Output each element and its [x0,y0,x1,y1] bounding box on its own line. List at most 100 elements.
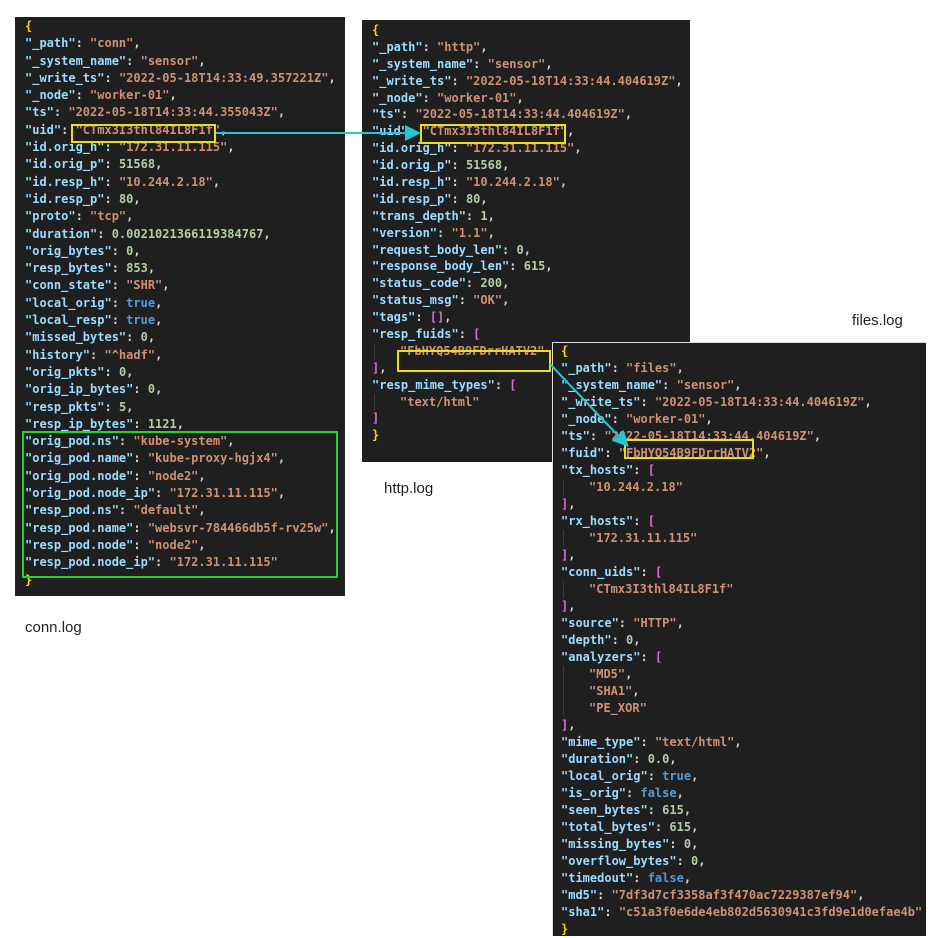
comma: , [813,429,822,443]
comma: , [675,73,683,88]
colon: : [111,278,127,293]
colon: : [437,225,452,240]
json-line: "version": "1.1", [372,225,690,242]
json-value: "worker-01" [90,88,170,103]
json-value: } [25,572,33,587]
json-value: ] [372,360,380,375]
json-key: "id.orig_h" [25,140,105,155]
json-line: "_node": "worker-01", [561,411,926,428]
colon: : [415,310,430,325]
json-line: "status_msg": "OK", [372,292,690,309]
json-line: ], [561,496,926,513]
json-key: "resp_ip_bytes" [25,416,134,431]
json-line: { [561,343,926,360]
json-value: "CTmx3I3thl84IL8F1f" [422,124,568,139]
json-line: "ts": "2022-05-18T14:33:44.355043Z", [25,104,345,121]
comma: , [133,36,141,51]
colon: : [133,468,148,483]
json-line: "duration": 0.0, [561,751,926,768]
json-line: "total_bytes": 615, [561,819,926,836]
json-key: "trans_depth" [372,208,466,223]
pod-metadata-highlight [22,431,338,578]
json-value: 0 [516,242,524,257]
json-value: "SHA1" [589,684,633,698]
json-value: [ [509,377,517,392]
comma: , [162,278,170,293]
json-line: "_write_ts": "2022-05-18T14:33:44.404619… [561,394,926,411]
json-value: "SHR" [126,278,163,293]
json-line: "_system_name": "sensor", [372,56,690,73]
json-key: "status_code" [372,276,466,291]
colon: : [104,174,119,189]
json-line: "md5": "7df3d7cf3358af3f470ac7229387ef94… [561,887,926,904]
colon: : [451,191,466,206]
indent-guide [563,666,591,683]
json-key: "orig_pod.name" [25,451,134,466]
json-key: "resp_pod.ns" [25,503,119,518]
conn-uid-highlight [71,124,216,143]
http-log-label: http.log [384,480,434,497]
json-line: "seen_bytes": 615, [561,802,926,819]
json-value: "websvr-784466db5f-rv25w" [147,520,329,535]
comma: , [480,191,488,206]
json-key: "_path" [25,36,76,51]
colon: : [604,446,619,460]
json-line: "_system_name": "sensor", [25,53,345,70]
json-key: "ts" [25,105,54,120]
comma: , [328,70,336,85]
json-value: [ [647,514,655,528]
json-key: "orig_ip_bytes" [25,382,134,397]
json-key: "response_body_len" [372,259,510,274]
colon: : [451,141,466,156]
json-line: "id.orig_h": "172.31.11.115", [25,139,345,156]
json-value: 0.0 [647,752,670,766]
json-line: "rx_hosts": [ [561,513,926,530]
json-line: "SHA1", [561,683,926,700]
comma: , [516,90,524,105]
json-line: } [372,427,690,444]
json-line: "fuid": "FbHYQ54B9FDrrHATV2", [561,445,926,462]
json-value: 1121 [147,416,177,431]
json-value: [ [654,565,663,579]
comma: , [147,330,156,345]
json-key: "id.resp_p" [372,191,452,206]
json-key: "seen_bytes" [561,803,648,817]
json-line: "orig_pkts": 0, [25,364,345,381]
json-key: "orig_pod.node_ip" [25,486,156,501]
json-value: "PE_XOR" [589,701,647,715]
json-value: 80 [118,191,134,206]
comma: , [155,347,163,362]
json-value: "172.31.11.115" [118,140,228,155]
json-value: [ [654,650,663,664]
files-log-panel: {"_path": "files","_system_name": "senso… [552,342,926,936]
comma: , [632,684,640,698]
json-key: "id.orig_h" [372,141,452,156]
json-value: ] [561,599,569,613]
comma: , [227,434,235,449]
colon: : [654,820,670,834]
json-line: ], [561,598,926,615]
json-line: "tags": [], [372,309,690,326]
comma: , [864,395,872,409]
json-key: "total_bytes" [561,820,655,834]
json-key: "_write_ts" [372,73,452,88]
json-line: "local_resp": true, [25,312,345,329]
colon: : [75,36,91,51]
colon: : [597,888,612,902]
json-value: { [25,19,33,33]
json-line: "local_orig": true, [561,768,926,785]
json-key: "local_orig" [561,769,648,783]
json-key: "local_resp" [25,313,112,328]
json-value: "10.244.2.18" [465,175,560,190]
json-value: "text/html" [400,394,480,409]
json-key: "id.orig_p" [25,157,105,172]
json-line: "10.244.2.18" [561,479,926,496]
colon: : [611,361,627,375]
json-value: 0 [140,330,148,345]
comma: , [857,888,865,902]
json-value: "10.244.2.18" [589,480,683,494]
json-value: [] [429,310,445,325]
comma: , [502,276,510,291]
colon: : [104,364,119,379]
json-line: "_write_ts": "2022-05-18T14:33:49.357221… [25,70,345,87]
